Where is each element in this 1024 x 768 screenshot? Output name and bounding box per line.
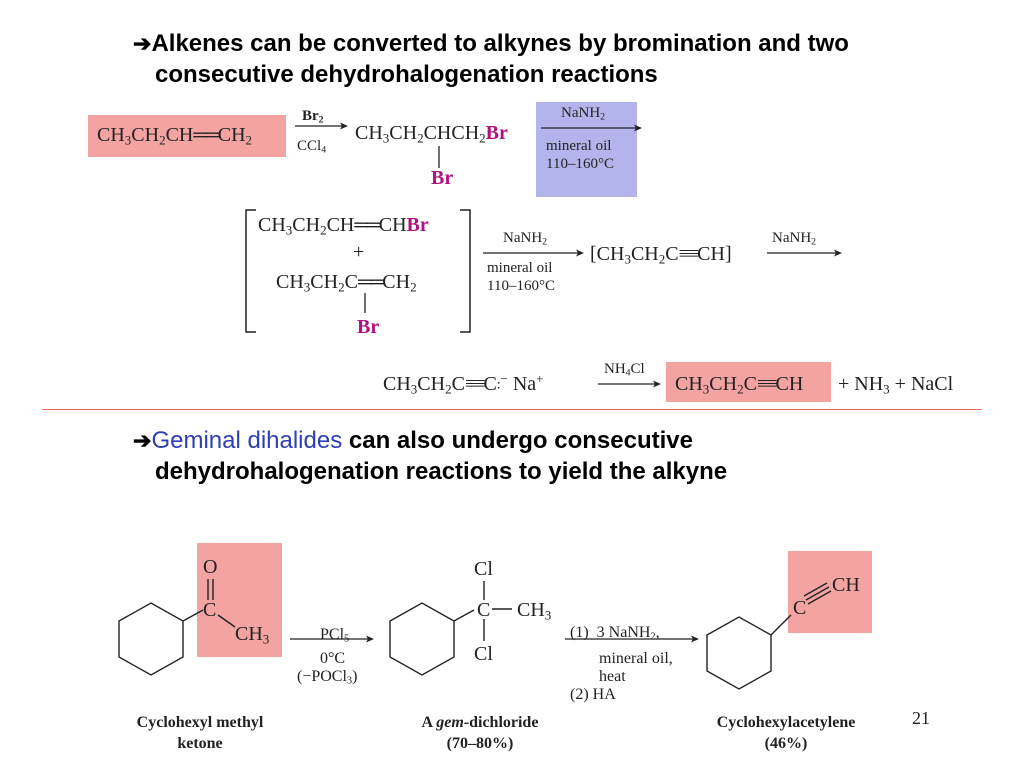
step1-mineral-oil: mineral oil, [599, 650, 673, 667]
reactant-1-butene: CH3CH2CH══CH2 [97, 124, 253, 148]
page-number: 21 [912, 708, 930, 728]
reagent-ccl4: CCl4 [297, 138, 327, 156]
methyl-group-1: CH3 [235, 623, 270, 647]
reaction-arrow-4 [767, 249, 842, 257]
geminal-dihalides-term: Geminal dihalides [151, 427, 343, 454]
reagent-pcl5: PCl5 [320, 626, 350, 645]
bromoalkene-1: CH3CH2CH══CHBr [258, 214, 429, 238]
reagent-temp-0c: 0°C [320, 650, 346, 667]
conditions-temperature: 110–160°C [546, 156, 614, 172]
conditions-mineral-oil: mineral oil [546, 138, 612, 154]
conditions-temperature-2: 110–160°C [487, 278, 555, 294]
reactant-highlight [88, 115, 286, 157]
reaction-arrow-1 [295, 122, 348, 130]
structure-drawings [118, 579, 832, 690]
ketone-highlight [197, 543, 282, 657]
step2-ha: (2) HA [570, 686, 616, 703]
bullet-arrow-icon: ➔ [133, 31, 152, 56]
bullet-arrow-icon-2: ➔ [133, 428, 152, 453]
acetylide-salt: CH3CH2C≡≡C∶− Na+ [383, 370, 544, 397]
heading-alkenes-to-alkynes: ➔Alkenes can be converted to alkynes by … [133, 28, 1013, 90]
methyl-group-2: CH3 [517, 599, 552, 623]
alkyne-ch: CH [832, 574, 860, 596]
dibromide-product: CH3CH2CHCH2Br [355, 122, 508, 146]
carbonyl-oxygen: O [203, 556, 218, 578]
step1-heat: heat [599, 668, 626, 685]
reagent-br2: Br2 [302, 108, 324, 126]
carbonyl-carbon: C [203, 599, 217, 621]
caption-cyclohexylacetylene: Cyclohexylacetylene(46%) [716, 714, 856, 752]
conditions-mineral-oil-2: mineral oil [487, 260, 553, 276]
reagent-pocl3: (−POCl3) [297, 668, 358, 687]
reagent-nh4cl: NH4Cl [604, 361, 645, 379]
mixture-brackets [245, 209, 471, 333]
alkyne-carbon: C [793, 597, 807, 619]
caption-gem-dichloride: A gem-dichloride(70–80%) [421, 714, 539, 752]
product-highlight [666, 362, 831, 402]
bromine-label: Br [485, 122, 508, 144]
heading2-line1: can also undergo consecutive [342, 427, 693, 454]
heading-line1: Alkenes can be converted to alkynes by b… [151, 30, 849, 57]
reaction-arrow-5 [598, 380, 661, 388]
gem-carbon: C [477, 599, 491, 621]
chlorine-bottom: Cl [474, 643, 493, 665]
section-divider [42, 409, 982, 410]
step1-nanh2: (1) 3 NaNH2, [570, 624, 660, 643]
bromine-label-2: Br [357, 316, 380, 338]
bromoalkene-2: CH3CH2C══CH2 [276, 271, 417, 295]
conditions-highlight [536, 102, 637, 197]
heading2-line2: dehydrohalogenation reactions to yield t… [155, 458, 728, 485]
intermediate-alkyne: [CH3CH2C≡≡CH] [590, 243, 732, 267]
bond-line-2 [364, 293, 366, 313]
reagent-nanh2-3: NaNH2 [772, 230, 817, 248]
reagent-nanh2: NaNH2 [561, 105, 606, 123]
heading-line2: consecutive dehydrohalogenation reaction… [155, 61, 658, 88]
bromine-label-lower: Br [431, 167, 454, 189]
chlorine-top: Cl [474, 558, 493, 580]
reaction-arrow-3 [483, 249, 584, 257]
byproducts: + NH3 + NaCl [838, 373, 954, 397]
product-1-butyne: CH3CH2C≡≡CH [675, 373, 804, 397]
reagent-nanh2-2: NaNH2 [503, 230, 548, 248]
heading-geminal-dihalides: ➔Geminal dihalides can also undergo cons… [133, 425, 1013, 487]
bond-line [438, 146, 440, 168]
plus-sign: + [353, 241, 365, 263]
reaction-arrow-2 [541, 124, 642, 132]
